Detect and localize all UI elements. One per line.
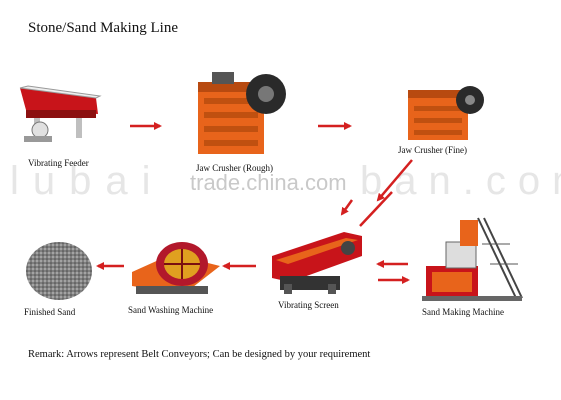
remark-text: Remark: Arrows represent Belt Conveyors;… xyxy=(28,349,370,360)
arrow-screen-left-return xyxy=(342,200,352,214)
arrow-fine-to-screen-2 xyxy=(360,192,392,226)
arrow-fine-to-screen xyxy=(378,160,412,200)
